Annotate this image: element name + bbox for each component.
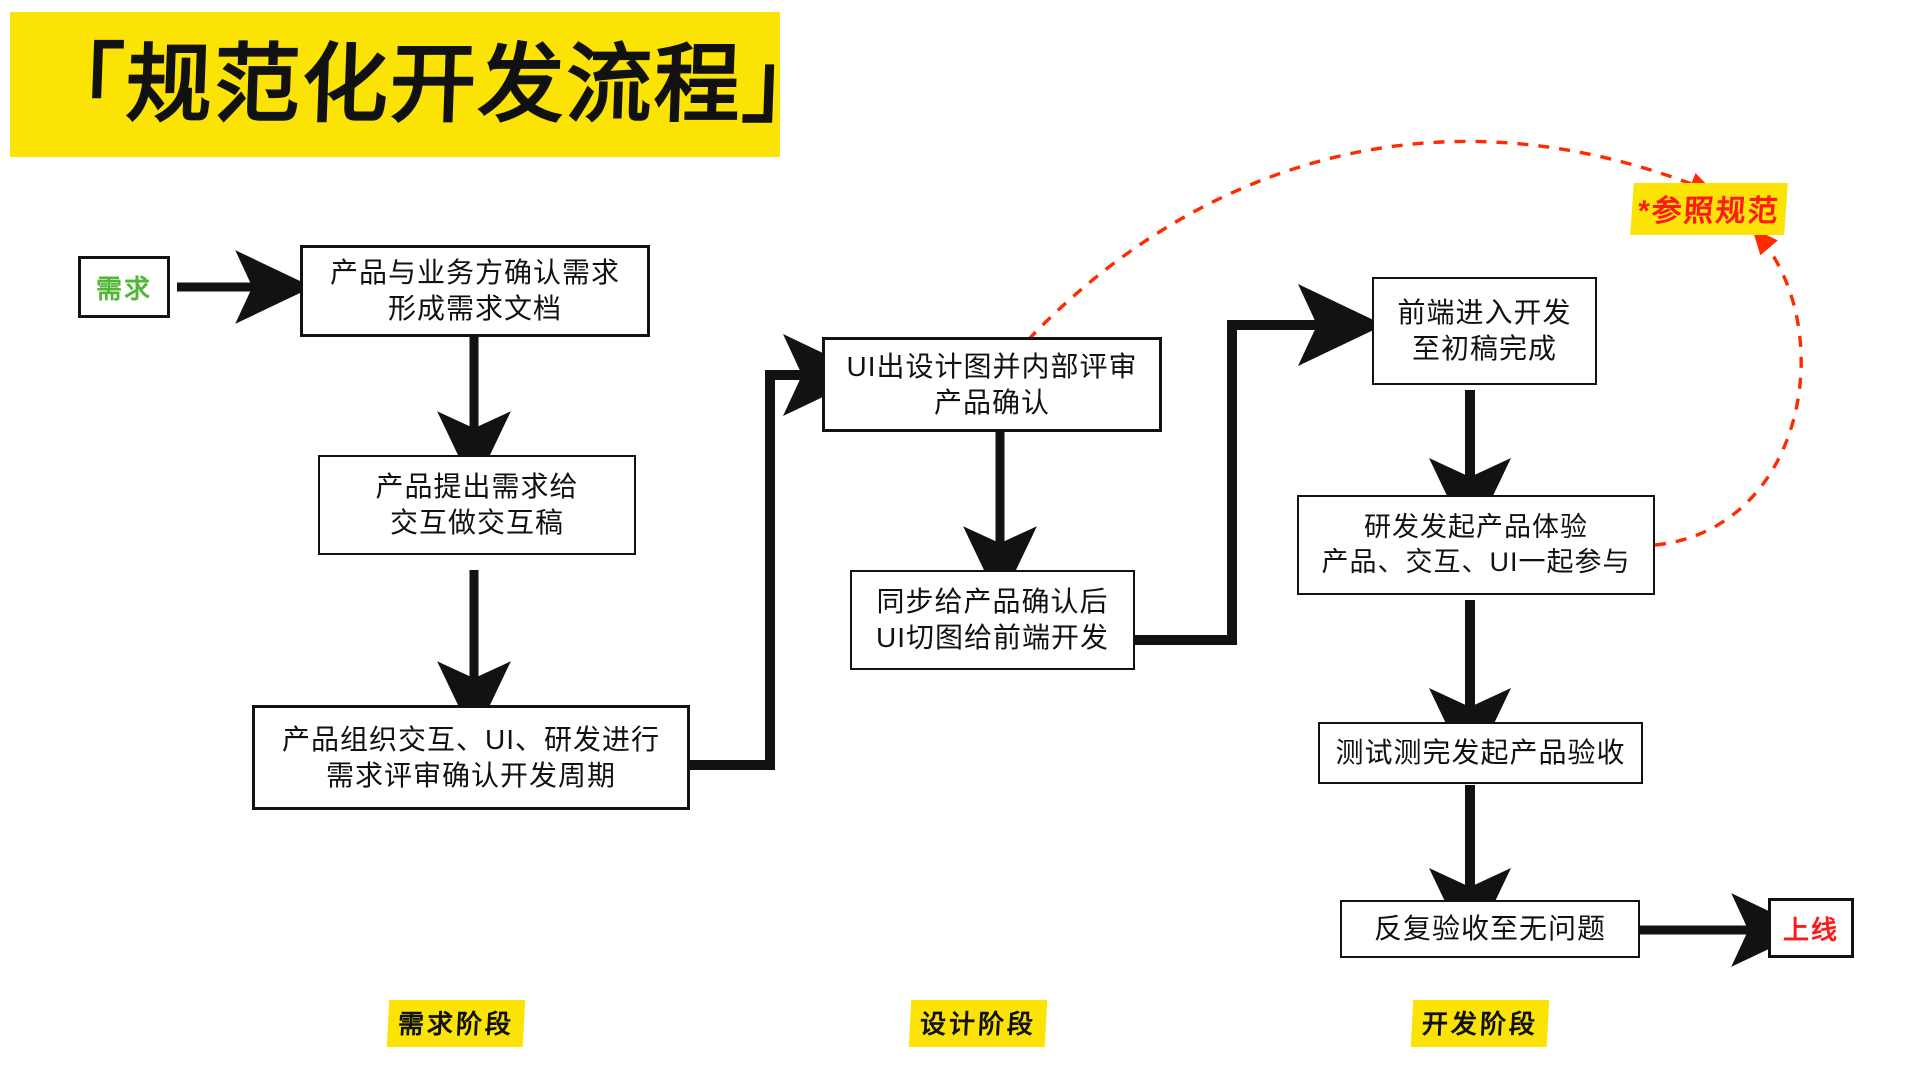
node-line: UI切图给前端开发	[875, 622, 1109, 653]
node-line: 测试测完发起产品验收	[1335, 737, 1626, 769]
phase-label-design: 设计阶段	[908, 1000, 1048, 1047]
page-title: 「规范化开发流程」	[10, 12, 832, 157]
node-line: UI出设计图并内部评审	[846, 350, 1138, 382]
node-test-acceptance: 测试测完发起产品验收	[1318, 722, 1643, 784]
phase-label-text: 开发阶段	[1421, 1009, 1539, 1039]
phase-label-requirements: 需求阶段	[386, 1000, 526, 1047]
node-ui-handoff: 同步给产品确认后 UI切图给前端开发	[850, 570, 1135, 670]
node-line: 需求评审确认开发周期	[325, 759, 616, 791]
arrow-n5-to-n6	[1135, 284, 1384, 645]
node-line: 至初稿完成	[1411, 333, 1557, 364]
node-line: 产品组织交互、UI、研发进行	[281, 723, 660, 755]
node-line: 产品、交互、UI一起参与	[1321, 547, 1631, 577]
terminal-start: 需求	[78, 256, 170, 318]
node-line: 交互做交互稿	[389, 507, 564, 538]
phase-label-text: 需求阶段	[397, 1009, 515, 1039]
annotation-reference-spec-label: *参照规范	[1636, 195, 1781, 228]
page-title-text: 「规范化开发流程」	[36, 36, 832, 133]
node-line: 同步给产品确认后	[876, 586, 1109, 618]
terminal-start-label: 需求	[95, 273, 152, 304]
node-line: 产品提出需求给	[375, 471, 579, 503]
node-product-experience: 研发发起产品体验 产品、交互、UI一起参与	[1297, 495, 1655, 595]
terminal-end: 上线	[1768, 898, 1854, 958]
node-line: 反复验收至无问题	[1373, 913, 1606, 945]
phase-label-development: 开发阶段	[1410, 1000, 1550, 1047]
node-line: 前端进入开发	[1397, 297, 1572, 329]
terminal-end-label: 上线	[1782, 914, 1839, 945]
node-requirement-review: 产品组织交互、UI、研发进行 需求评审确认开发周期	[252, 705, 690, 810]
node-repeat-acceptance: 反复验收至无问题	[1340, 900, 1640, 958]
node-line: 形成需求文档	[387, 293, 562, 324]
node-line: 产品与业务方确认需求	[329, 257, 620, 289]
dashed-ref-from-n4	[1026, 139, 1716, 342]
node-line: 研发发起产品体验	[1364, 512, 1588, 543]
annotation-reference-spec: *参照规范	[1630, 183, 1788, 235]
node-ui-design-review: UI出设计图并内部评审 产品确认	[822, 337, 1162, 432]
node-line: 产品确认	[933, 386, 1050, 418]
dashed-ref-from-n7	[1654, 228, 1803, 547]
node-confirm-requirements: 产品与业务方确认需求 形成需求文档	[300, 245, 650, 337]
node-frontend-development: 前端进入开发 至初稿完成	[1372, 277, 1597, 385]
arrow-n3-to-n4	[690, 334, 869, 770]
node-product-to-interaction: 产品提出需求给 交互做交互稿	[318, 455, 636, 555]
phase-label-text: 设计阶段	[919, 1009, 1037, 1039]
